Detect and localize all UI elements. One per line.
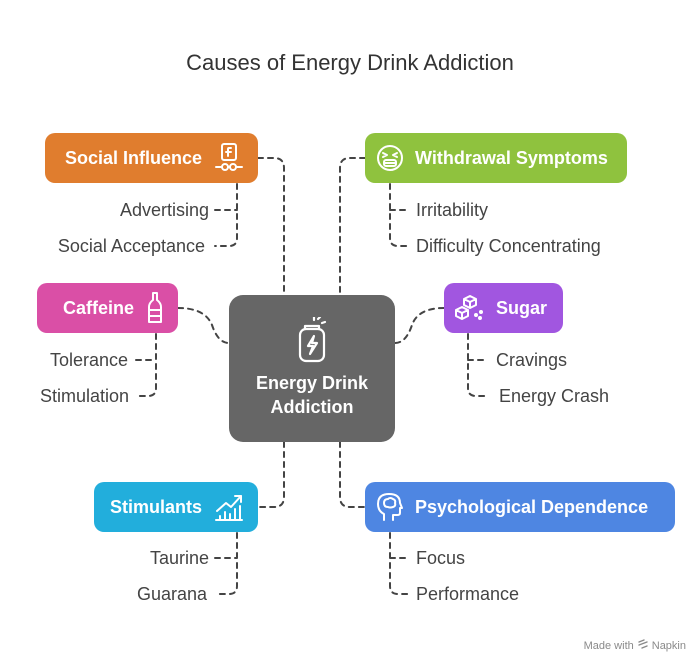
bracket-withdrawal (389, 183, 409, 247)
sugar-cubes-icon (454, 293, 486, 323)
rising-chart-icon (214, 492, 244, 522)
bracket-psych-dependence (389, 532, 409, 595)
cause-label: Withdrawal Symptoms (415, 147, 608, 168)
cause-caffeine: Caffeine (37, 283, 178, 333)
diagram-title: Causes of Energy Drink Addiction (186, 50, 514, 75)
cause-label: Sugar (496, 297, 548, 318)
cause-label: Stimulants (109, 496, 202, 517)
item-cravings: Cravings (496, 350, 568, 370)
center-label: Energy Drink Addiction (255, 373, 369, 417)
napkin-brand-label: Napkin (651, 639, 686, 652)
connector-psych-dependence (339, 441, 366, 508)
bottle-icon (146, 291, 164, 325)
connector-caffeine (177, 307, 230, 344)
bracket-social-influence (214, 183, 238, 247)
social-media-icon (214, 142, 244, 174)
connector-social-influence (257, 157, 285, 296)
made-with-label: Made with (583, 639, 634, 652)
item-stimulation: Stimulation (39, 386, 129, 406)
energy-can-icon (297, 315, 327, 368)
bracket-caffeine (135, 333, 157, 397)
connector-stimulants (257, 441, 285, 508)
cause-withdrawal-symptoms: Withdrawal Symptoms (365, 133, 627, 183)
cause-stimulants: Stimulants (94, 482, 258, 532)
item-difficulty-concentrating: Difficulty Concentrating (416, 236, 601, 256)
distressed-face-icon (375, 143, 405, 173)
cause-label: Social Influence (64, 147, 202, 168)
item-social-acceptance: Social Acceptance (57, 236, 205, 256)
bracket-stimulants (214, 532, 238, 595)
item-performance: Performance (416, 584, 520, 604)
item-energy-crash: Energy Crash (499, 386, 610, 406)
cause-psychological-dependence: Psychological Dependence (365, 482, 675, 532)
footer-credit[interactable]: Made with Napkin (584, 639, 686, 652)
item-advertising: Advertising (119, 200, 209, 220)
center-node: Energy Drink Addiction (229, 295, 395, 442)
connector-sugar (394, 307, 445, 344)
head-brain-icon (375, 491, 405, 523)
item-taurine: Taurine (149, 548, 209, 568)
cause-label: Psychological Dependence (415, 496, 649, 517)
napkin-logo-icon (638, 639, 648, 652)
cause-social-influence: Social Influence (45, 133, 258, 183)
item-tolerance: Tolerance (49, 350, 128, 370)
item-irritability: Irritability (416, 200, 489, 220)
cause-sugar: Sugar (444, 283, 563, 333)
item-guarana: Guarana (136, 584, 207, 604)
bracket-sugar (467, 333, 489, 397)
connector-withdrawal (339, 157, 366, 296)
cause-label: Caffeine (62, 297, 134, 318)
item-focus: Focus (416, 548, 466, 568)
